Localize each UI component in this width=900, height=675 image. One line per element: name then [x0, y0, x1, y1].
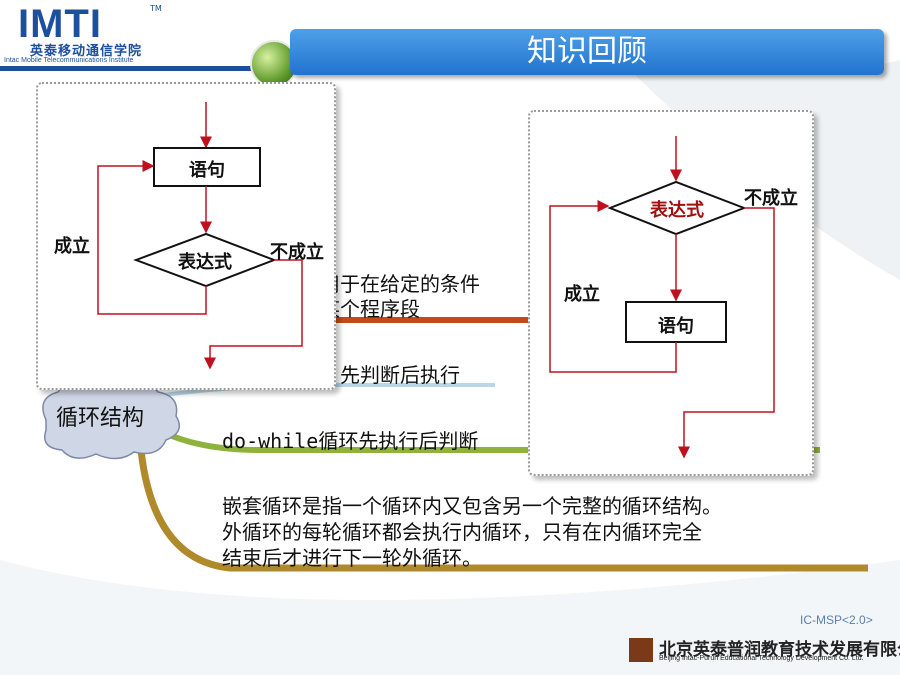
- false-label: 不成立: [744, 188, 798, 209]
- statement-box: [153, 147, 261, 187]
- nested-description-line2: 外循环的每轮循环都会执行内循环，只有在内循环完全: [222, 520, 702, 544]
- do-while-description: do-while循环先执行后判断: [222, 429, 479, 453]
- logo-chinese-name: 英泰移动通信学院: [30, 44, 143, 59]
- nested-description-line1: 嵌套循环是指一个循环内又包含另一个完整的循环结构。: [222, 494, 722, 518]
- mindmap-root-label: 循环结构: [56, 406, 145, 431]
- for-description: 先判断后执行: [340, 363, 460, 387]
- flowchart-do-while-lines: [97, 102, 303, 370]
- company-english-name: Beijing Intac-Purun Educational Technolo…: [659, 655, 864, 662]
- expression-label: 表达式: [178, 252, 232, 273]
- nested-description-line3: 结束后才进行下一轮外循环。: [222, 546, 482, 570]
- flowchart-while-card: 表达式 语句 成立 不成立: [528, 110, 814, 476]
- true-label: 成立: [54, 236, 90, 257]
- title-bar: [290, 29, 884, 75]
- flowchart-while-lines: [549, 136, 775, 459]
- statement-label: 语句: [658, 316, 694, 337]
- while-description-line1: 用于在给定的条件: [320, 272, 480, 296]
- course-code: IC-MSP<2.0>: [800, 613, 873, 627]
- expression-label: 表达式: [650, 200, 704, 221]
- logo-trademark: TM: [150, 4, 162, 13]
- false-label: 不成立: [270, 242, 324, 263]
- branch-nested: [136, 439, 868, 572]
- flowchart-do-while-card: 语句 表达式 成立 不成立: [36, 82, 336, 390]
- statement-label: 语句: [189, 160, 225, 181]
- while-description-line2: 某个程序段: [320, 297, 420, 321]
- page-title: 知识回顾: [527, 34, 647, 69]
- company-chinese-name: 北京英泰普润教育技术发展有限公司: [659, 640, 900, 660]
- company-logo-icon: [629, 638, 653, 662]
- true-label: 成立: [564, 284, 600, 305]
- logo: IMTI: [18, 2, 102, 46]
- statement-box: [625, 301, 727, 343]
- header-rule: [0, 66, 260, 71]
- logo-english-name: Intac Mobile Telecommunications Institut…: [4, 57, 134, 64]
